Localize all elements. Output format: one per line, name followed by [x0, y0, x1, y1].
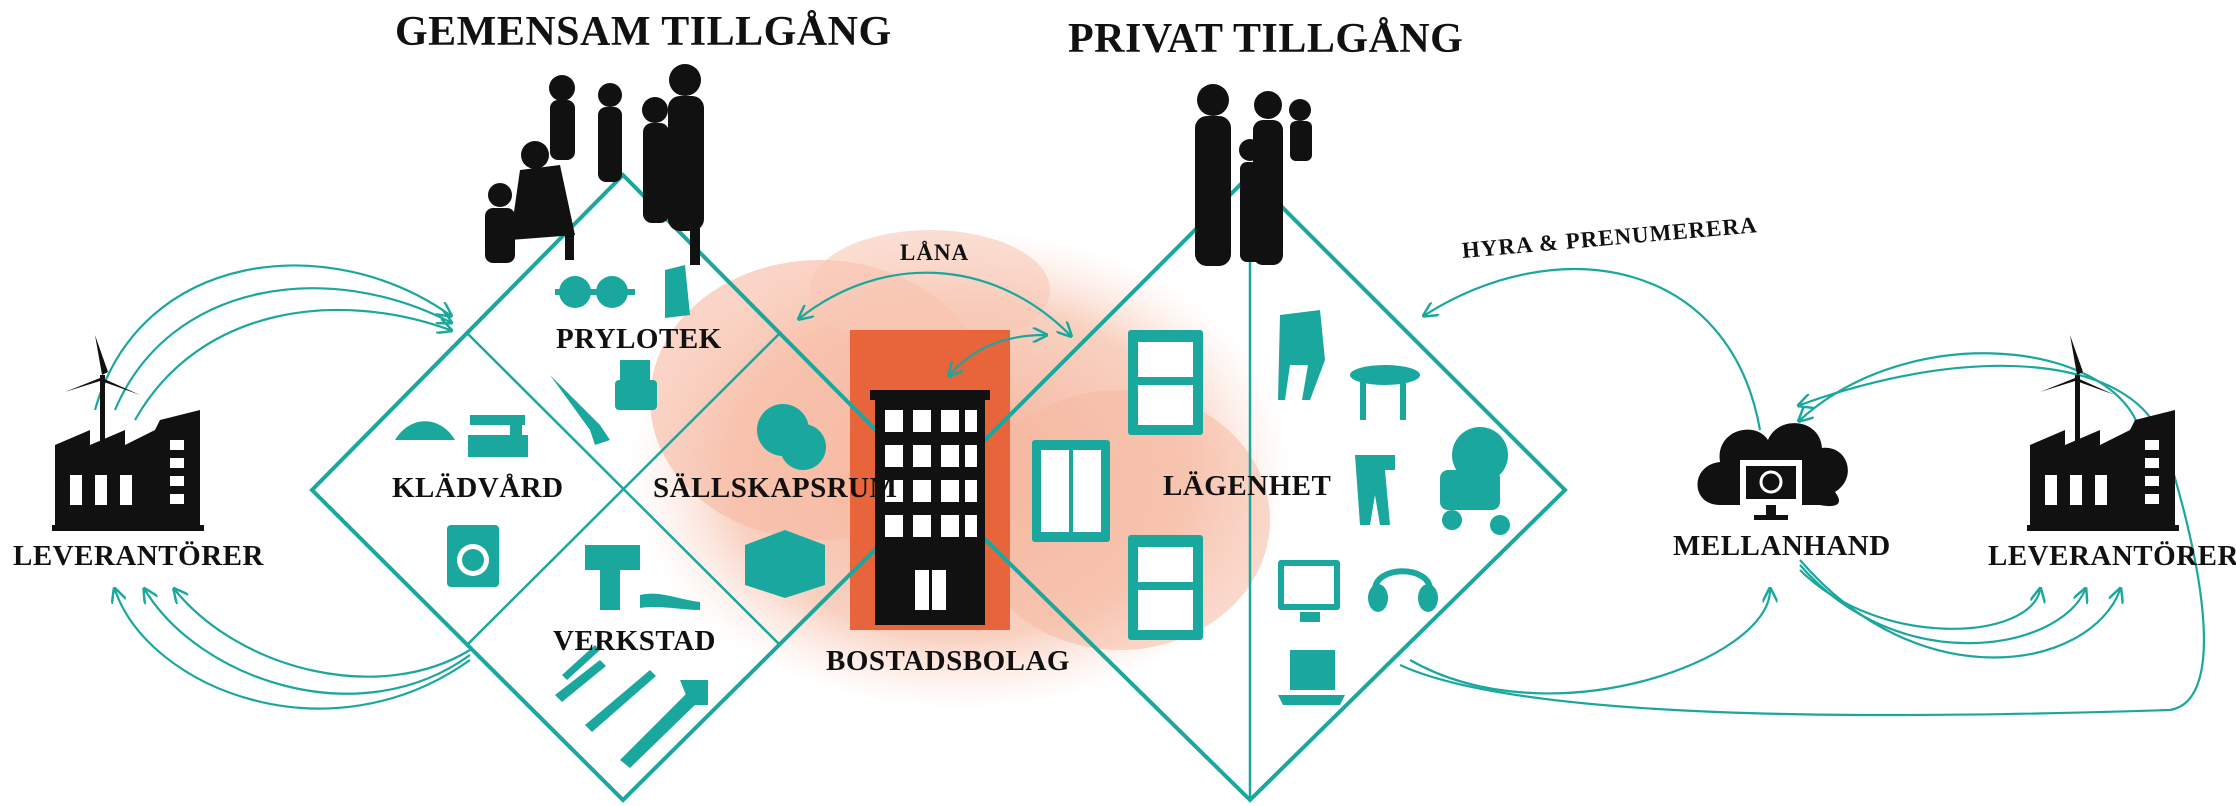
supplier-factory-left-icon	[52, 335, 204, 531]
apartment-building-icon	[870, 390, 990, 625]
right-supply-arrows	[1399, 267, 2205, 717]
bostadsbolag-label: BOSTADSBOLAG	[826, 645, 1070, 677]
shared-access-diamond	[309, 172, 938, 803]
shared-item-icons	[395, 265, 826, 768]
cloud-computer-icon	[1697, 423, 1848, 520]
left-supply-arrows	[93, 264, 471, 710]
suppliers-right-label: LEVERANTÖRER	[1988, 540, 2236, 572]
verkstad-label: VERKSTAD	[553, 625, 716, 657]
sallskapsrum-label: SÄLLSKAPSRUM	[653, 472, 898, 504]
supplier-factory-right-icon	[2027, 335, 2179, 531]
shared-family-silhouette	[485, 64, 704, 265]
borrow-arrows	[800, 271, 1070, 375]
kladvard-label: KLÄDVÅRD	[392, 472, 564, 504]
intermediary-label: MELLANHAND	[1673, 530, 1891, 562]
private-family-silhouette	[1195, 84, 1312, 266]
borrow-label: LÅNA	[900, 240, 970, 265]
prylotek-label: PRYLOTEK	[556, 323, 722, 355]
shared-access-title: GEMENSAM TILLGÅNG	[395, 9, 892, 55]
private-item-icons	[1032, 310, 1510, 705]
suppliers-left-label: LEVERANTÖRER	[13, 540, 264, 572]
lagenhet-label: LÄGENHET	[1163, 470, 1332, 502]
private-access-title: PRIVAT TILLGÅNG	[1068, 16, 1464, 62]
private-access-diamond	[932, 172, 1568, 803]
